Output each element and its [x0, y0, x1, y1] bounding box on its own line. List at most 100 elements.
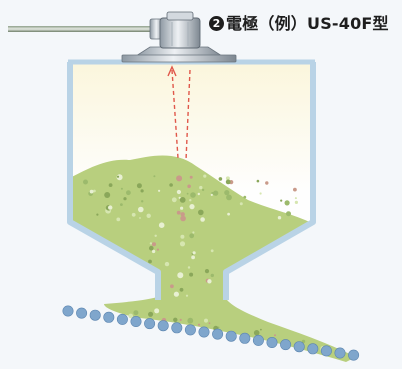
- conveyor-roller: [280, 339, 292, 351]
- material-granule: [277, 216, 282, 220]
- material-granule: [265, 181, 269, 185]
- material-granule: [179, 287, 184, 292]
- material-granule: [140, 189, 144, 193]
- material-granule: [189, 175, 193, 179]
- conveyor-roller: [103, 311, 115, 323]
- material-granule: [218, 177, 223, 181]
- material-granule: [179, 197, 186, 203]
- material-granule: [197, 192, 200, 196]
- material-granule: [136, 183, 142, 189]
- conveyor-roller: [239, 332, 251, 344]
- material-granule: [104, 192, 111, 198]
- conveyor-roller: [62, 305, 74, 317]
- material-granule: [190, 192, 196, 198]
- conveyor-roller: [89, 309, 101, 321]
- material-granule: [259, 192, 262, 195]
- material-granule: [116, 217, 121, 222]
- material-granule: [226, 194, 232, 201]
- material-granule: [153, 175, 156, 178]
- material-granule: [210, 273, 214, 278]
- material-granule: [170, 284, 174, 289]
- material-granule: [171, 197, 177, 203]
- material-granule: [294, 200, 298, 204]
- material-granule: [131, 212, 136, 217]
- conveyor-roller: [144, 318, 156, 330]
- material-granule: [187, 266, 191, 269]
- material-granule: [148, 259, 152, 264]
- material-granule: [192, 251, 196, 255]
- step-number-badge: 2: [209, 16, 224, 31]
- material-granule: [83, 179, 88, 185]
- material-granule: [204, 318, 208, 323]
- material-granule: [176, 210, 181, 215]
- material-granule: [180, 215, 186, 222]
- material-granule: [120, 187, 123, 190]
- material-granule: [116, 175, 120, 178]
- material-granule: [260, 328, 262, 331]
- material-granule: [148, 311, 154, 317]
- material-granules: [83, 174, 327, 352]
- material-granule: [141, 200, 144, 203]
- material-granule: [208, 322, 211, 325]
- signal-beam-icon: [167, 65, 191, 161]
- material-granule: [284, 200, 290, 206]
- material-granule: [154, 308, 160, 314]
- material-granule: [191, 255, 196, 260]
- conveyor-roller: [116, 313, 128, 325]
- material-granule: [253, 330, 260, 336]
- material-granule: [108, 183, 113, 188]
- material-granule: [176, 189, 181, 195]
- material-granule: [151, 249, 156, 254]
- material-granule: [187, 184, 191, 189]
- material-granule: [138, 206, 144, 213]
- material-granule: [139, 217, 141, 219]
- material-granule: [158, 189, 161, 192]
- material-granule: [96, 213, 99, 216]
- material-granule: [227, 212, 231, 216]
- conveyor-roller: [171, 322, 183, 334]
- material-granule: [192, 231, 195, 234]
- material-granule: [200, 217, 205, 222]
- material-granule: [173, 291, 179, 297]
- material-granule: [156, 248, 159, 251]
- electrode-label-text: 電極（例）US-40F型: [226, 14, 389, 33]
- conveyor-roller: [293, 341, 305, 353]
- material-granule: [108, 205, 113, 210]
- material-granule: [173, 317, 178, 322]
- material-granule: [164, 261, 170, 267]
- material-granule: [293, 187, 297, 192]
- material-granule: [274, 334, 276, 337]
- material-granule: [177, 272, 184, 279]
- material-granule: [301, 339, 306, 344]
- material-stream: [104, 296, 356, 362]
- conveyor-roller: [225, 330, 237, 342]
- material-granule: [120, 203, 123, 207]
- material-granule: [213, 190, 219, 196]
- material-granule: [210, 249, 214, 253]
- material-granule: [204, 269, 210, 274]
- material-granule: [256, 179, 260, 183]
- conveyor-roller: [320, 345, 332, 357]
- material-granule: [89, 189, 94, 194]
- material-granule: [123, 197, 127, 201]
- conveyor-roller: [307, 343, 319, 355]
- material-granule: [189, 199, 192, 202]
- conveyor-roller: [334, 347, 346, 359]
- material-granule: [125, 190, 131, 196]
- material-granule: [179, 241, 186, 247]
- conveyor-roller: [184, 324, 196, 336]
- material-granule: [146, 213, 151, 218]
- material-granule: [93, 189, 96, 193]
- material-granule: [286, 211, 291, 217]
- material-granule: [225, 179, 231, 185]
- material-granule: [224, 190, 230, 196]
- material-granule: [189, 233, 195, 239]
- material-granule: [189, 204, 195, 210]
- electrode-sensor-icon: [121, 11, 237, 63]
- material-granule: [154, 234, 157, 237]
- material-granule: [152, 242, 156, 247]
- material-granule: [197, 323, 201, 326]
- conveyor-roller: [157, 320, 169, 332]
